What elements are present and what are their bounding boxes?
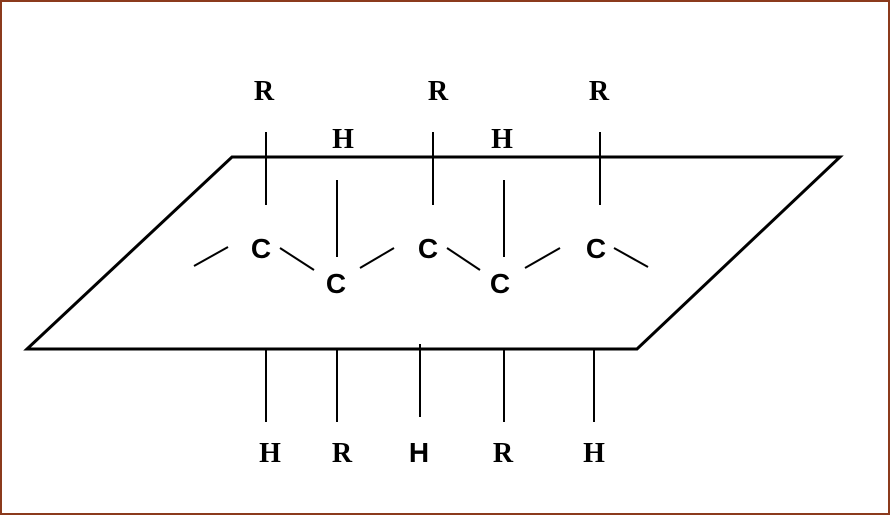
top-label-3: R (428, 76, 449, 107)
backbone-bond-1 (279, 247, 315, 271)
top-label-2: H (332, 124, 354, 155)
carbon-atom-1: C (251, 233, 271, 264)
backbone-bond-end-right (613, 247, 649, 268)
carbon-atom-3: C (418, 233, 438, 264)
carbon-atom-4: C (490, 268, 510, 299)
bottom-label-5: H (583, 438, 605, 469)
bottom-label-2: R (332, 438, 353, 469)
backbone-bond-4 (524, 247, 561, 269)
backbone-bond-3 (446, 247, 481, 271)
bottom-label-4: R (493, 438, 514, 469)
zigzag-plane (23, 155, 844, 351)
top-label-1: R (254, 76, 275, 107)
bottom-label-3: H (409, 437, 429, 468)
carbon-atom-2: C (326, 268, 346, 299)
top-label-5: R (589, 76, 610, 107)
carbon-atom-5: C (586, 233, 606, 264)
top-label-4: H (491, 124, 513, 155)
backbone-bond-end-left (193, 246, 229, 267)
bottom-label-1: H (259, 438, 281, 469)
backbone-bond-2 (359, 247, 395, 269)
